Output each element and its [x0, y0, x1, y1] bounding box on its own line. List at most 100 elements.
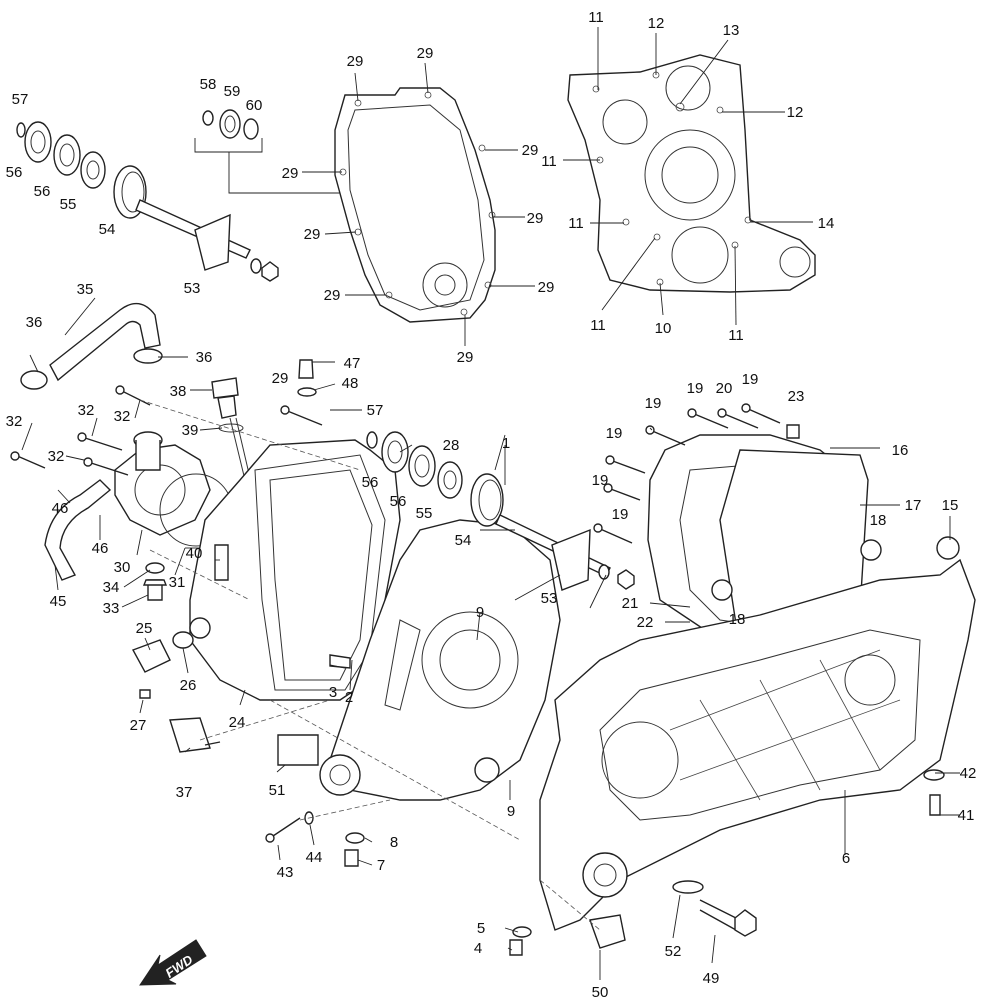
callout-27: 27 [130, 717, 147, 734]
callout-25: 25 [136, 620, 153, 637]
callout-38: 38 [170, 383, 187, 400]
callout-3: 3 [329, 684, 337, 701]
callout-labels: 11 12 13 12 11 11 14 11 10 11 29 29 29 2… [6, 9, 977, 1001]
callout-19: 19 [742, 371, 759, 388]
callout-32: 32 [114, 408, 131, 425]
callout-11: 11 [588, 9, 604, 26]
callout-53: 53 [541, 590, 558, 607]
misc-left-parts [131, 631, 351, 766]
callout-37: 37 [176, 784, 193, 801]
callout-36: 36 [196, 349, 213, 366]
crankcase-gasket [567, 54, 816, 293]
callout-34: 34 [103, 579, 120, 596]
callout-44: 44 [306, 849, 323, 866]
callout-29: 29 [282, 165, 299, 182]
callout-9: 9 [476, 604, 484, 621]
callout-55: 55 [416, 505, 433, 522]
callout-7: 7 [377, 857, 385, 874]
callout-1: 1 [502, 435, 510, 452]
callout-29: 29 [417, 45, 434, 62]
callout-29: 29 [457, 349, 474, 366]
leader-lines [21, 27, 960, 980]
callout-30: 30 [114, 559, 131, 576]
callout-10: 10 [655, 320, 672, 337]
callout-55: 55 [60, 196, 77, 213]
bolts-bottom [265, 769, 945, 956]
callout-46: 46 [92, 540, 109, 557]
callout-29: 29 [527, 210, 544, 227]
callout-58: 58 [200, 76, 217, 93]
callout-8: 8 [390, 834, 398, 851]
callout-29: 29 [272, 370, 289, 387]
callout-19: 19 [606, 425, 623, 442]
side-cover-gasket [334, 87, 496, 323]
callout-2: 2 [345, 689, 353, 706]
callout-6: 6 [842, 850, 850, 867]
bolts-right [593, 403, 781, 544]
callout-24: 24 [229, 714, 246, 731]
bearings-center [366, 431, 635, 591]
callout-43: 43 [277, 864, 294, 881]
callout-54: 54 [99, 221, 116, 238]
callout-18: 18 [729, 611, 746, 628]
callout-45: 45 [50, 593, 67, 610]
callout-40: 40 [186, 545, 203, 562]
callout-19: 19 [645, 395, 662, 412]
callout-19: 19 [612, 506, 629, 523]
callout-20: 20 [716, 380, 733, 397]
callout-52: 52 [665, 943, 682, 960]
callout-48: 48 [342, 375, 359, 392]
callout-5: 5 [477, 920, 485, 937]
callout-59: 59 [224, 83, 241, 100]
callout-50: 50 [592, 984, 609, 1001]
callout-17: 17 [905, 497, 922, 514]
callout-11: 11 [541, 153, 557, 170]
callout-41: 41 [958, 807, 975, 824]
callout-13: 13 [723, 22, 740, 39]
callout-29: 29 [538, 279, 555, 296]
callout-11: 11 [590, 317, 606, 334]
callout-49: 49 [703, 970, 720, 987]
callout-29: 29 [522, 142, 539, 159]
left-cover [189, 439, 401, 701]
callout-12: 12 [648, 15, 665, 32]
callout-56: 56 [362, 474, 379, 491]
callout-16: 16 [892, 442, 909, 459]
callout-31: 31 [169, 574, 186, 591]
callout-22: 22 [637, 614, 654, 631]
callout-19: 19 [592, 472, 609, 489]
callout-57: 57 [12, 91, 29, 108]
callout-56: 56 [6, 164, 23, 181]
bolts-left [10, 359, 323, 476]
callout-35: 35 [77, 281, 94, 298]
oil-dipstick [211, 377, 251, 481]
callout-32: 32 [6, 413, 23, 430]
callout-21: 21 [622, 595, 639, 612]
callout-57: 57 [367, 402, 384, 419]
callout-18: 18 [870, 512, 887, 529]
callout-32: 32 [78, 402, 95, 419]
callout-15: 15 [942, 497, 959, 514]
callout-56: 56 [390, 493, 407, 510]
callout-12: 12 [787, 104, 804, 121]
hose-and-clamps [20, 302, 163, 390]
callout-14: 14 [818, 215, 835, 232]
callout-19: 19 [687, 380, 704, 397]
callout-51: 51 [269, 782, 286, 799]
callout-29: 29 [324, 287, 341, 304]
transmission-case [539, 558, 976, 949]
water-pump-shaft-assembly-top [16, 121, 279, 282]
callout-53: 53 [184, 280, 201, 297]
callout-26: 26 [180, 677, 197, 694]
callout-60: 60 [246, 97, 263, 114]
callout-36: 36 [26, 314, 43, 331]
callout-29: 29 [347, 53, 364, 70]
fwd-arrow-icon: FWD [139, 939, 207, 986]
callout-56: 56 [34, 183, 51, 200]
callout-9: 9 [507, 803, 515, 820]
callout-4: 4 [474, 940, 482, 957]
callout-32: 32 [48, 448, 65, 465]
callout-11: 11 [568, 215, 584, 232]
callout-11: 11 [728, 327, 744, 344]
